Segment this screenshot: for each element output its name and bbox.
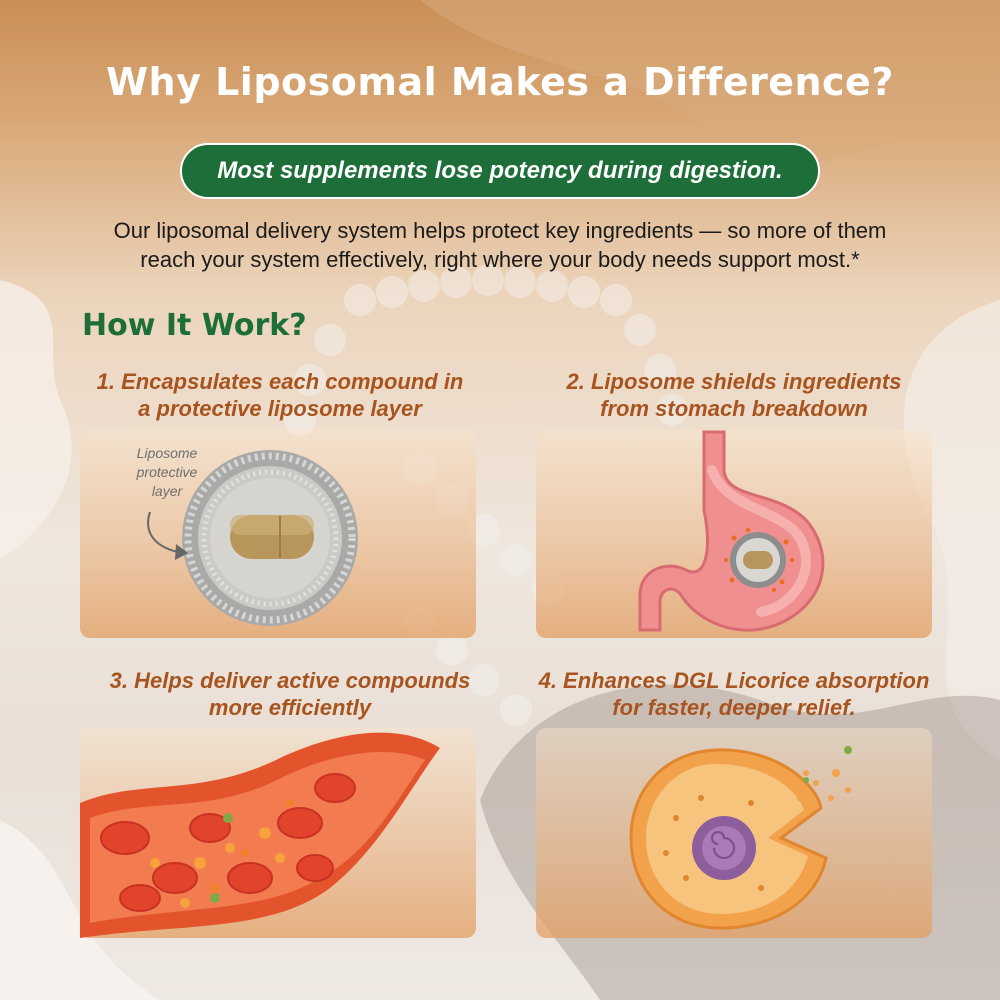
intro-paragraph: Our liposomal delivery system helps prot… — [40, 216, 960, 274]
potency-banner: Most supplements lose potency during dig… — [180, 143, 820, 199]
step-2-line-2: from stomach breakdown — [600, 396, 868, 421]
step-1-line-2: a protective liposome layer — [138, 396, 422, 421]
step-3-title: 3. Helps deliver active compounds more e… — [70, 667, 510, 721]
step-2-panel — [536, 430, 932, 638]
step-3-panel — [80, 728, 476, 938]
liposome-layer-label: Liposome protective layer — [112, 444, 222, 501]
page-title: Why Liposomal Makes a Difference? — [106, 60, 894, 104]
blood-vessel-illustration — [80, 732, 440, 938]
liposome-label-line-2: protective — [136, 464, 198, 480]
step-1-line-1: 1. Encapsulates each compound in — [96, 369, 464, 394]
step-1-panel — [80, 430, 476, 638]
step-2-title: 2. Liposome shields ingredients from sto… — [514, 368, 954, 422]
how-it-works-heading: How It Work? — [82, 308, 307, 343]
step-4-line-2: for faster, deeper relief. — [612, 695, 856, 720]
intro-line-2: reach your system effectively, right whe… — [140, 247, 860, 272]
liposome-label-line-1: Liposome — [136, 445, 198, 461]
step-3-line-2: more efficiently — [208, 695, 372, 720]
stomach-illustration — [638, 430, 825, 632]
step-2-line-1: 2. Liposome shields ingredients — [566, 369, 902, 394]
liposome-capsule-illustration — [147, 450, 358, 626]
liposome-label-line-3: layer — [151, 483, 183, 499]
step-1-title: 1. Encapsulates each compound in a prote… — [60, 368, 500, 422]
step-4-panel — [536, 728, 932, 938]
step-4-line-1: 4. Enhances DGL Licorice absorption — [538, 668, 930, 693]
intro-line-1: Our liposomal delivery system helps prot… — [113, 218, 887, 243]
step-3-line-1: 3. Helps deliver active compounds — [109, 668, 471, 693]
cell-absorption-illustration — [629, 746, 852, 930]
step-4-title: 4. Enhances DGL Licorice absorption for … — [514, 667, 954, 721]
potency-banner-text: Most supplements lose potency during dig… — [217, 157, 783, 184]
